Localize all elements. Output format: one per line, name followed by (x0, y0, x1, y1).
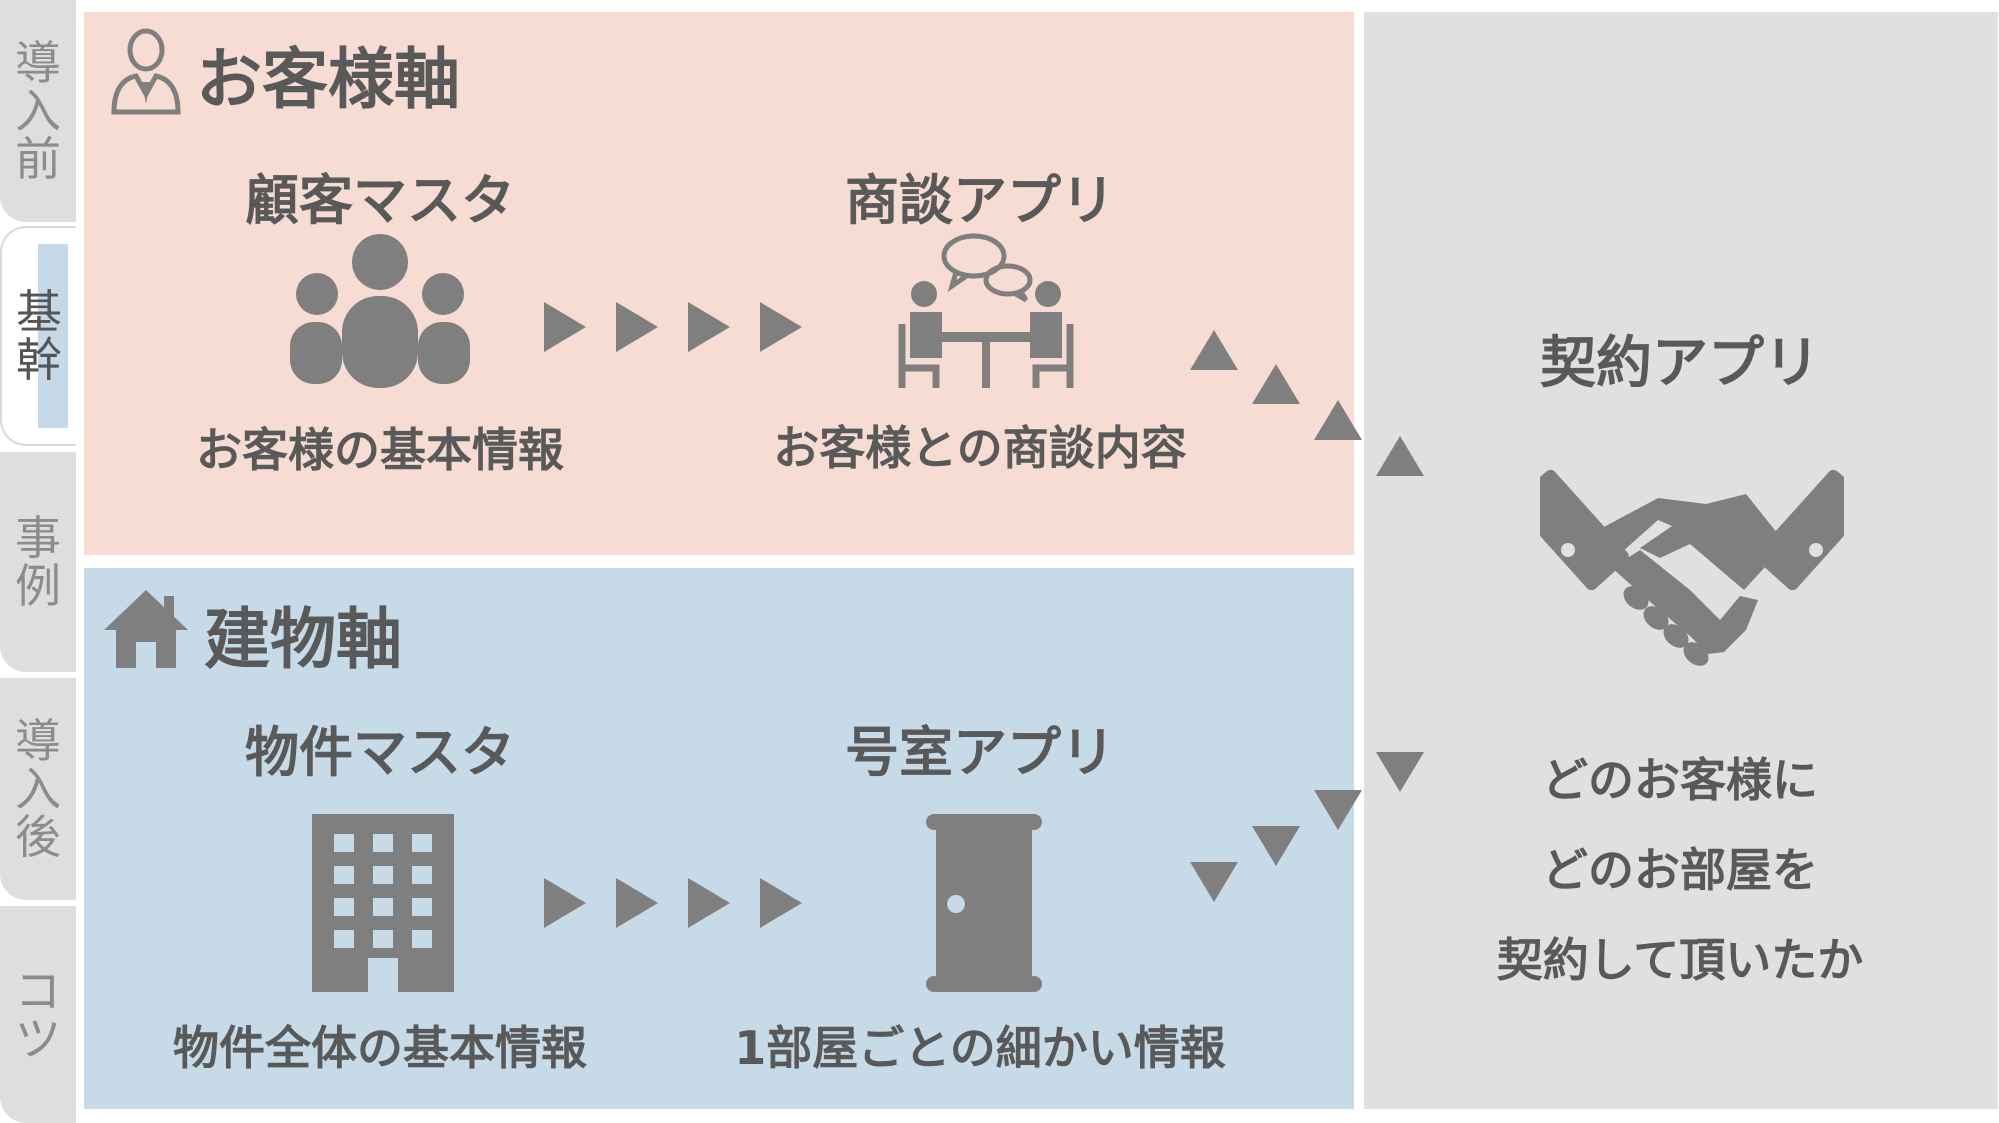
tab-label-char: ツ (15, 1011, 61, 1066)
arrow-right-icon (688, 302, 730, 352)
tab-label-char: 後 (15, 810, 61, 864)
tab-case-studies[interactable]: 事 例 (0, 452, 76, 672)
building-axis-panel (84, 568, 1354, 1109)
room-app-caption: 1部屋ごとの細かい情報 (734, 1021, 1226, 1075)
property-master-caption: 物件全体の基本情報 (173, 1021, 587, 1075)
arrow-down-icon (1314, 790, 1362, 830)
active-tab-indicator (38, 244, 68, 428)
arrow-right-icon (760, 878, 802, 928)
arrow-right-icon (760, 302, 802, 352)
contract-app-title: 契約アプリ (1540, 331, 1820, 396)
tab-after-introduction[interactable]: 導 入 後 (0, 678, 76, 900)
arrow-right-icon (616, 878, 658, 928)
tab-label-char: 導 (15, 36, 61, 90)
building-flow-arrows (544, 878, 802, 928)
building-icon (312, 814, 454, 992)
house-icon (104, 590, 188, 668)
contract-panel (1364, 12, 1998, 1109)
arrow-down-icon (1376, 752, 1424, 792)
contract-caption-line-3: 契約して頂いたか (1496, 933, 1864, 987)
contract-caption-line-2: どのお部屋を (1542, 843, 1818, 897)
arrow-right-icon (544, 302, 586, 352)
tab-tips[interactable]: コ ツ (0, 906, 76, 1123)
person-icon (111, 28, 181, 115)
customer-axis-panel (84, 12, 1354, 555)
arrow-up-icon (1314, 400, 1362, 440)
tab-before-introduction[interactable]: 導 入 前 (0, 0, 76, 222)
arrow-up-icon (1252, 364, 1300, 404)
tab-label-char: 前 (15, 132, 61, 186)
handshake-icon (1540, 469, 1844, 666)
customer-axis-title: お客様軸 (196, 41, 460, 118)
tab-label-char: 基 (16, 285, 62, 339)
tab-label-char: 入 (15, 84, 61, 138)
arrow-up-icon (1376, 436, 1424, 476)
arrow-down-icon (1190, 862, 1238, 902)
room-app-title: 号室アプリ (845, 721, 1115, 784)
tab-label-char: コ (15, 963, 61, 1018)
building-axis-title: 建物軸 (204, 601, 402, 678)
contract-caption-line-1: どのお客様に (1542, 753, 1818, 807)
tab-label-char: 入 (15, 762, 61, 816)
arrow-right-icon (616, 302, 658, 352)
customer-flow-arrows (544, 302, 802, 352)
sales-app-caption: お客様との商談内容 (773, 421, 1187, 475)
arrow-right-icon (544, 878, 586, 928)
meeting-icon (898, 233, 1074, 388)
tab-label-char: 例 (15, 559, 61, 613)
customer-master-caption: お客様の基本情報 (196, 423, 564, 477)
sales-app-title: 商談アプリ (845, 169, 1115, 232)
arrow-right-icon (688, 878, 730, 928)
tab-label-char: 幹 (16, 333, 62, 387)
customer-master-title: 顧客マスタ (245, 169, 515, 232)
tab-core-system[interactable]: 基 幹 (0, 226, 76, 446)
group-icon (290, 234, 470, 388)
door-icon (926, 814, 1042, 992)
arrow-down-icon (1252, 826, 1300, 866)
tab-label-char: 導 (15, 714, 61, 768)
tab-label-char: 事 (15, 511, 61, 565)
arrow-up-icon (1190, 330, 1238, 370)
property-master-title: 物件マスタ (245, 721, 515, 784)
